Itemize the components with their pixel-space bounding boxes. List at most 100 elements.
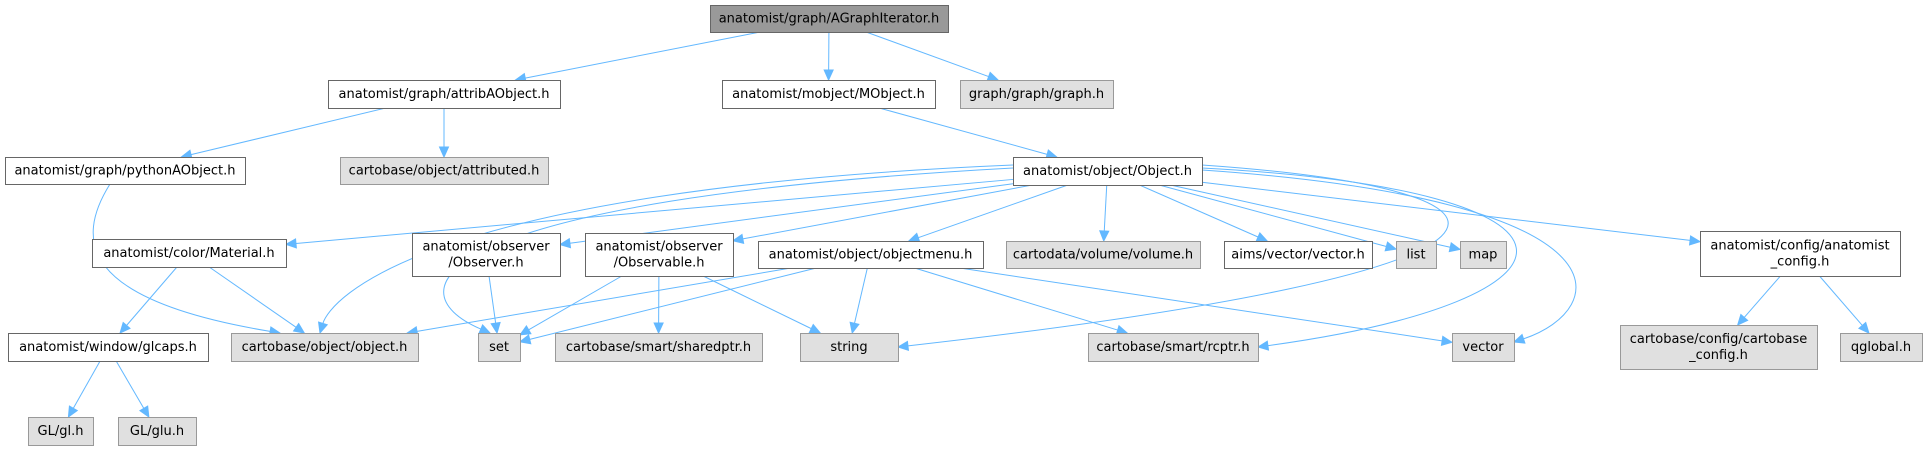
arrowhead-icon xyxy=(808,323,822,334)
node-box xyxy=(1840,333,1923,362)
edge-line xyxy=(529,267,817,340)
node-label: cartobase/object/object.h xyxy=(242,340,408,355)
edge-objectmenu-to-set xyxy=(518,267,817,345)
node-label: anatomist/window/glcaps.h xyxy=(19,340,197,355)
node-cartoconfig[interactable]: cartobase/config/cartobase_config.h xyxy=(1620,325,1818,370)
arrowhead-icon xyxy=(518,325,532,336)
node-box xyxy=(231,333,419,362)
node-label: anatomist/graph/attribAObject.h xyxy=(339,87,550,102)
node-object_h[interactable]: anatomist/object/Object.h xyxy=(1013,157,1203,186)
arrowhead-icon xyxy=(731,233,745,244)
node-label: GL/gl.h xyxy=(38,424,84,439)
node-list[interactable]: list xyxy=(1396,241,1437,269)
node-label: map xyxy=(1469,248,1498,263)
node-vector[interactable]: vector xyxy=(1452,333,1515,362)
node-box xyxy=(1396,241,1437,269)
arrowhead-icon xyxy=(518,334,532,345)
node-material[interactable]: anatomist/color/Material.h xyxy=(92,239,287,268)
edge-line xyxy=(190,107,386,156)
node-box xyxy=(1700,231,1901,277)
node-attributed[interactable]: cartobase/object/attributed.h xyxy=(340,157,549,185)
node-rcptr[interactable]: cartobase/smart/rcptr.h xyxy=(1088,333,1259,362)
node-observable[interactable]: anatomist/observer/Observable.h xyxy=(585,233,734,277)
nodes-layer: anatomist/graph/AGraphIterator.h anatomis… xyxy=(5,5,1923,446)
node-attribaobject[interactable]: anatomist/graph/attribAObject.h xyxy=(328,80,561,109)
edge-line xyxy=(879,107,1048,155)
arrowhead-icon xyxy=(896,340,910,352)
edge-line xyxy=(1819,275,1863,326)
edge-object_h-to-aimsvector xyxy=(1139,184,1269,242)
node-cobject[interactable]: cartobase/object/object.h xyxy=(231,333,419,362)
arrowhead-icon xyxy=(1448,241,1462,253)
node-volume[interactable]: cartodata/volume/volume.h xyxy=(1006,241,1201,269)
node-observer[interactable]: anatomist/observer/Observer.h xyxy=(412,233,561,277)
arrowhead-icon xyxy=(1736,313,1749,326)
edge-material-to-cobject xyxy=(208,266,306,334)
edge-line xyxy=(1743,275,1781,318)
node-sharedptr[interactable]: cartobase/smart/sharedptr.h xyxy=(555,333,763,362)
node-pythonaobject[interactable]: anatomist/graph/pythonAObject.h xyxy=(5,157,246,185)
edge-glcaps-to-gl xyxy=(67,360,101,419)
node-label: /Observable.h xyxy=(614,256,705,271)
node-label: anatomist/config/anatomist xyxy=(1710,239,1889,254)
node-mobject[interactable]: anatomist/mobject/MObject.h xyxy=(722,80,936,109)
arrowhead-icon xyxy=(1858,321,1870,334)
node-label: _config.h xyxy=(1688,348,1748,363)
node-objectmenu[interactable]: anatomist/object/objectmenu.h xyxy=(758,241,984,269)
edge-attribaobject-to-pythonaobject xyxy=(180,107,386,160)
arrowhead-icon xyxy=(1384,241,1398,252)
edge-line xyxy=(1139,184,1259,238)
node-label: set xyxy=(489,340,509,355)
edge-anaconfig-to-qglobal xyxy=(1819,275,1870,334)
node-string[interactable]: string xyxy=(800,333,899,362)
arrowhead-icon xyxy=(986,71,1000,82)
node-set[interactable]: set xyxy=(478,333,521,362)
node-label: cartobase/object/attributed.h xyxy=(349,164,540,179)
node-label: anatomist/color/Material.h xyxy=(103,246,274,261)
edge-observable-to-string xyxy=(702,275,822,334)
edge-object_h-to-map xyxy=(1170,184,1462,253)
node-box xyxy=(1088,333,1259,362)
arrowhead-icon xyxy=(490,321,501,335)
node-graph_h[interactable]: graph/graph/graph.h xyxy=(960,80,1114,109)
node-label: anatomist/observer xyxy=(422,240,550,255)
node-gl[interactable]: GL/gl.h xyxy=(28,417,94,446)
edge-observer-to-set xyxy=(488,275,501,335)
arrowhead-icon xyxy=(138,405,150,419)
edge-anaconfig-to-cartoconfig xyxy=(1736,275,1781,326)
edge-line xyxy=(959,267,1443,342)
node-label: cartobase/smart/rcptr.h xyxy=(1096,340,1249,355)
node-glu[interactable]: GL/glu.h xyxy=(118,417,197,446)
arrowhead-icon xyxy=(849,321,860,335)
edge-line xyxy=(525,31,761,79)
node-label: cartobase/config/cartobase xyxy=(1630,332,1808,347)
edge-line xyxy=(72,360,101,409)
node-box xyxy=(28,417,94,446)
node-label: cartodata/volume/volume.h xyxy=(1013,248,1193,263)
node-label: list xyxy=(1406,248,1425,263)
arrowhead-icon xyxy=(119,321,131,334)
arrowhead-icon xyxy=(1512,333,1526,344)
edge-line xyxy=(126,266,178,326)
edge-line xyxy=(1159,184,1387,247)
arrowhead-icon xyxy=(907,232,921,243)
edge-agraphiterator-to-mobject xyxy=(823,31,834,82)
node-box xyxy=(1006,241,1201,269)
edge-objectmenu-to-vector xyxy=(959,267,1454,346)
arrowhead-icon xyxy=(67,405,79,419)
node-agraphiterator[interactable]: anatomist/graph/AGraphIterator.h xyxy=(710,5,949,33)
node-label: anatomist/observer xyxy=(595,240,723,255)
node-qglobal[interactable]: qglobal.h xyxy=(1840,333,1923,362)
arrowhead-icon xyxy=(292,322,306,334)
edge-line xyxy=(115,360,145,409)
node-anaconfig[interactable]: anatomist/config/anatomist_config.h xyxy=(1700,231,1901,277)
node-label: anatomist/graph/AGraphIterator.h xyxy=(719,12,940,27)
node-map[interactable]: map xyxy=(1460,241,1507,269)
node-box xyxy=(118,417,197,446)
node-glcaps[interactable]: anatomist/window/glcaps.h xyxy=(8,333,209,362)
edge-line xyxy=(865,31,989,78)
node-aimsvector[interactable]: aims/vector/vector.h xyxy=(1224,241,1373,269)
node-label: _config.h xyxy=(1770,255,1830,270)
edge-observable-to-set xyxy=(518,275,623,336)
